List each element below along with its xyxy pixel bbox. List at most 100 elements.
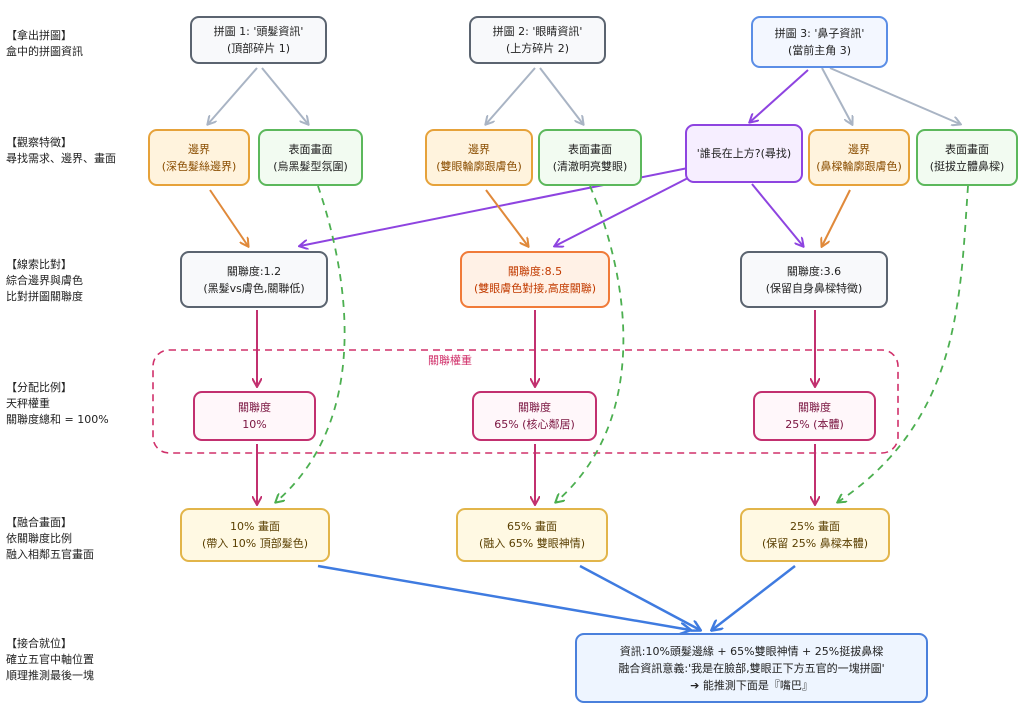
node-title: 關聯度 [798,401,831,414]
arrow-blend1-final [317,564,690,630]
feature-edge-eyes: 邊界 (雙眼輪廓跟膚色) [425,129,533,186]
stage-title: 【融合畫面】 [6,516,72,529]
score-node-hair: 關聯度:1.2 (黑髮vs膚色,關聯低) [180,251,328,308]
blend-node-eyes: 65% 畫面 (融入 65% 雙眼神情) [456,508,608,562]
node-subtitle: 65% (核心鄰居) [494,418,575,431]
node-subtitle: (當前主角 3) [787,44,852,57]
arrow-piece3-surface [829,67,960,124]
node-subtitle: (融入 65% 雙眼神情) [478,537,586,550]
node-title: 關聯度:1.2 [226,264,282,278]
node-subtitle: (上方碎片 2) [505,42,570,55]
stage-desc: 綜合邊界與膚色 [6,274,83,287]
arrow-surface1-blend1 [276,185,346,502]
stage-title: 【接合就位】 [6,637,72,650]
weighting-group-frame [152,349,899,454]
feature-surface-nose: 表面畫面 (挺拔立體鼻樑) [916,129,1018,186]
node-title: 65% 畫面 [507,520,557,533]
node-title: 10% 畫面 [230,520,280,533]
node-title: 關聯度:3.6 [786,264,842,278]
arrow-surface2-blend2 [556,185,625,502]
final-conclusion-line: ➔ 能推測下面是『嘴巴』 [690,678,813,692]
blend-node-nose: 25% 畫面 (保留 25% 鼻樑本體) [740,508,890,562]
stage-title: 【線索比對】 [6,258,72,271]
score-node-eyes: 關聯度:8.5 (雙眼膚色對接,高度關聯) [460,251,610,308]
feature-query-above: '誰長在上方?(尋找) [685,124,803,183]
weight-node-nose: 關聯度 25% (本體) [753,391,876,441]
node-subtitle: (保留自身鼻樑特徵) [765,281,863,295]
weight-node-eyes: 關聯度 65% (核心鄰居) [472,391,597,441]
node-subtitle: (雙眼輪廓跟膚色) [436,159,522,173]
node-title: 邊界 [188,142,210,156]
arrow-blend2-final [579,564,700,630]
final-summary-line: 資訊:10%頭髮邊緣 + 65%雙眼神情 + 25%挺拔鼻樑 [619,644,884,658]
stage-label-allocate: 【分配比例】 天秤權重 關聯度總和 = 100% [6,380,109,428]
weighting-group-label: 關聯權重 [428,354,472,367]
stage-desc: 尋找需求、邊界、畫面 [6,152,116,165]
stage-desc: 比對拼圖關聯度 [6,290,83,303]
final-inference-node: 資訊:10%頭髮邊緣 + 65%雙眼神情 + 25%挺拔鼻樑 融合資訊意義:'我… [575,633,928,703]
node-subtitle: (鼻樑輪廓跟膚色) [816,159,902,173]
node-title: 表面畫面 [568,142,612,156]
node-subtitle: 25% (本體) [785,418,844,431]
stage-title: 【觀察特徵】 [6,136,72,149]
arrow-query-score3 [751,183,803,246]
node-title: 表面畫面 [945,142,989,156]
score-node-nose: 關聯度:3.6 (保留自身鼻樑特徵) [740,251,888,308]
piece-node-nose: 拼圖 3: '鼻子資訊' (當前主角 3) [751,16,888,68]
node-title: 邊界 [848,142,870,156]
weight-node-hair: 關聯度 10% [193,391,316,441]
arrow-piece2-surface [539,67,583,124]
node-subtitle: 10% [242,418,267,431]
stage-title: 【拿出拼圖】 [6,29,72,42]
node-title: 表面畫面 [288,142,333,156]
node-title: 邊界 [468,142,490,156]
arrow-piece3-query [750,69,809,122]
node-title: 拼圖 3: '鼻子資訊' [774,27,865,40]
node-subtitle: (黑髮vs膚色,關聯低) [203,281,305,295]
stage-desc: 順理推測最後一塊 [6,669,94,682]
node-title: 25% 畫面 [790,520,840,533]
stage-desc: 天秤權重 [6,397,50,410]
arrow-edge1-score1 [209,189,248,246]
stage-label-assemble: 【接合就位】 確立五官中軸位置 順理推測最後一塊 [6,636,94,684]
arrow-piece1-surface [261,67,308,124]
node-subtitle: (保留 25% 鼻樑本體) [761,537,869,550]
stage-label-take-pieces: 【拿出拼圖】 盒中的拼圖資訊 [6,28,83,60]
node-subtitle: (烏黑髮型氛圍) [273,159,348,173]
node-title: 拼圖 1: '頭髮資訊' [213,25,304,38]
arrow-piece2-edge [486,67,536,124]
node-title: 拼圖 2: '眼睛資訊' [492,25,583,38]
feature-surface-eyes: 表面畫面 (清澈明亮雙眼) [538,129,642,186]
stage-desc: 融入相鄰五官畫面 [6,548,94,561]
node-subtitle: (雙眼膚色對接,高度關聯) [473,281,597,295]
stage-label-compare: 【線索比對】 綜合邊界與膚色 比對拼圖關聯度 [6,257,83,305]
node-title: 關聯度 [518,401,551,414]
stage-desc: 確立五官中軸位置 [6,653,94,666]
feature-edge-hair: 邊界 (深色髮絲邊界) [148,129,250,186]
node-subtitle: (帶入 10% 頂部髮色) [201,537,309,550]
arrow-piece3-edge [821,67,852,124]
piece-node-eyes: 拼圖 2: '眼睛資訊' (上方碎片 2) [469,16,606,64]
piece-node-hair: 拼圖 1: '頭髮資訊' (頂部碎片 1) [190,16,327,64]
stage-desc: 關聯度總和 = 100% [6,413,109,426]
stage-title: 【分配比例】 [6,381,72,394]
feature-edge-nose: 邊界 (鼻樑輪廓跟膚色) [808,129,910,186]
arrow-edge2-score2 [485,189,528,246]
stage-desc: 依關聯度比例 [6,532,72,545]
arrow-blend3-final [712,565,796,630]
final-meaning-line: 融合資訊意義:'我是在臉部,雙眼正下方五官的一塊拼圖' [618,661,885,675]
arrow-surface3-blend3 [838,185,969,502]
feature-surface-hair: 表面畫面 (烏黑髮型氛圍) [258,129,363,186]
node-subtitle: (深色髮絲邊界) [161,159,237,173]
node-subtitle: (挺拔立體鼻樑) [929,159,1005,173]
arrow-piece1-edge [208,67,258,124]
stage-label-blend: 【融合畫面】 依關聯度比例 融入相鄰五官畫面 [6,515,94,563]
node-title: 關聯度:8.5 [507,264,563,278]
arrow-query-score2 [555,177,689,246]
blend-node-hair: 10% 畫面 (帶入 10% 頂部髮色) [180,508,330,562]
stage-label-observe: 【觀察特徵】 尋找需求、邊界、畫面 [6,135,116,167]
node-subtitle: (頂部碎片 1) [226,42,291,55]
node-title: '誰長在上方?(尋找) [696,147,792,160]
